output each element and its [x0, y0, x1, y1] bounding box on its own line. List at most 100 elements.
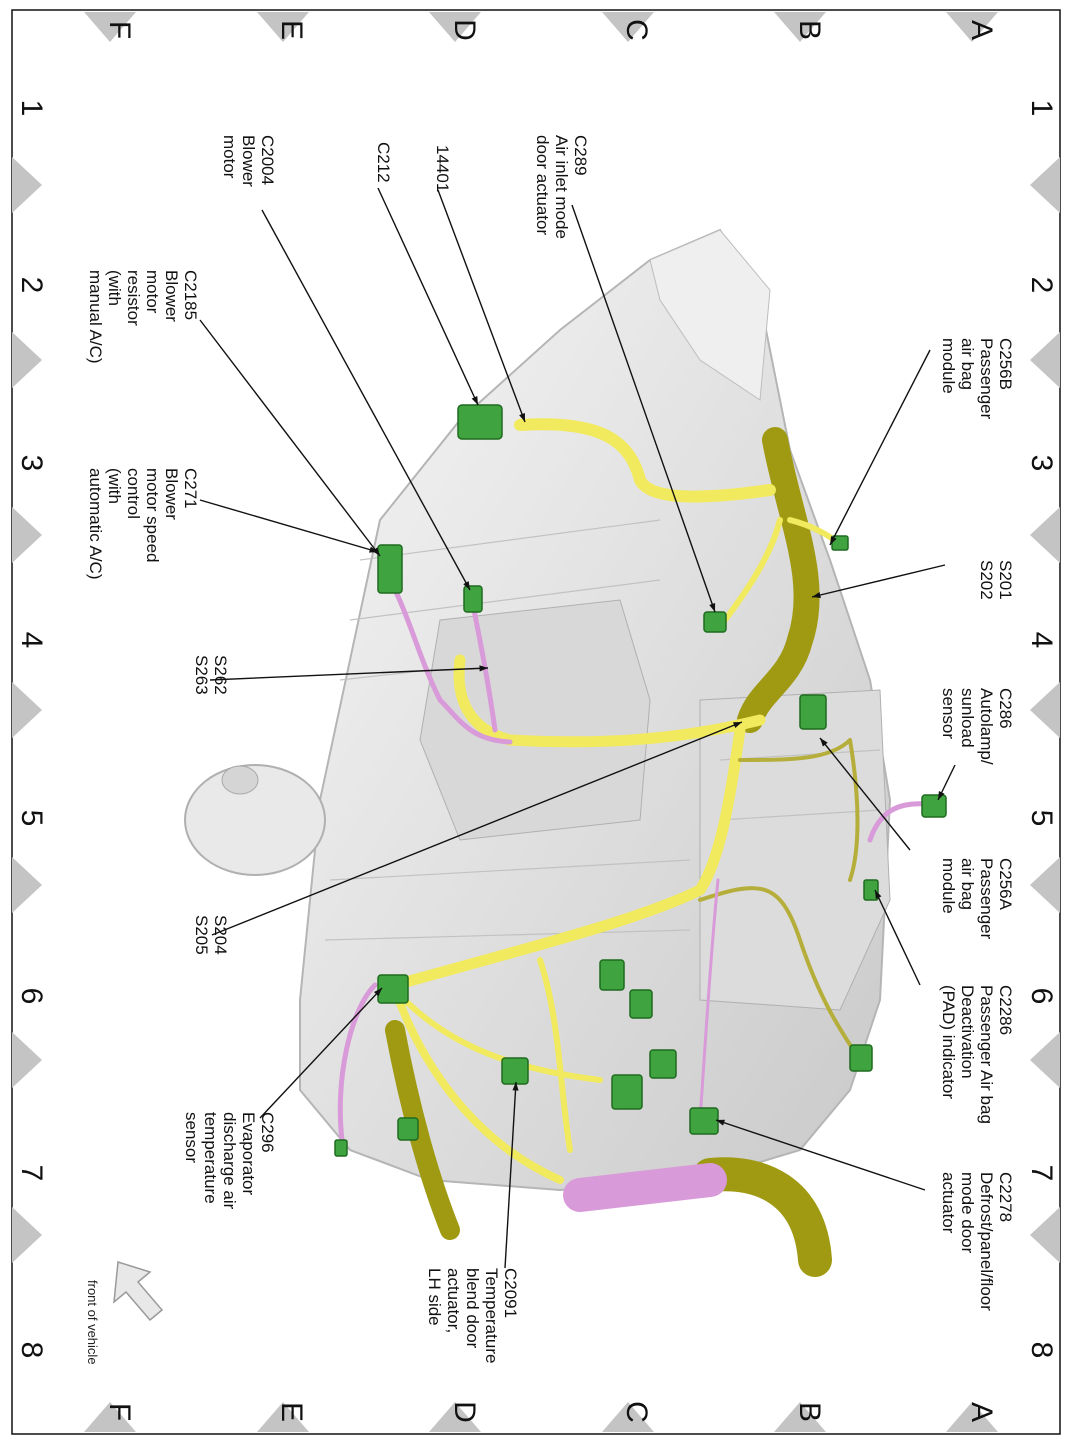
front-of-vehicle-label: front of vehicle: [85, 1280, 100, 1365]
callout-c2278-line-0: C2278: [996, 1172, 1015, 1222]
connector-left-end: [334, 1139, 348, 1157]
housing-top-ridge: [649, 229, 771, 401]
callout-c296-line-2: discharge air: [220, 1112, 239, 1210]
wire-harness: [337, 418, 938, 1277]
callout-c2091-line-1: Temperature: [482, 1268, 501, 1363]
zone-letter-a-bottom: A: [965, 1402, 998, 1422]
leader-arrow-c296: [373, 988, 382, 997]
callout-c256a-line-0: C256A: [996, 858, 1015, 911]
branch-right: [698, 886, 862, 1062]
branch-sensor: [722, 517, 783, 623]
callout-c271-line-3: control: [124, 468, 143, 519]
border-marker-bottom: [84, 1402, 136, 1432]
callout-c2278-line-3: actuator: [939, 1172, 958, 1234]
zone-number-5-left: 5: [15, 810, 48, 827]
callout-c2004-line-1: Blower: [239, 135, 258, 187]
leader-arrow-s204: [733, 722, 742, 729]
border-marker-left: [12, 1207, 42, 1263]
callout-c256b-line-0: C256B: [996, 338, 1015, 390]
connector-c2091: [501, 1057, 529, 1085]
callout-c14401: 14401: [433, 145, 452, 192]
border-marker-left: [12, 1032, 42, 1088]
leader-arrow-c289: [709, 603, 716, 612]
blower-hub: [221, 765, 259, 795]
callout-s262-line-1: S263: [192, 655, 211, 695]
leader-c212: [377, 187, 479, 406]
hvac-housing: [184, 228, 892, 1192]
callout-c256a-line-3: module: [939, 858, 958, 914]
leader-s204: [211, 721, 743, 936]
border-marker-right: [1030, 507, 1060, 563]
purple-sleeve: [563, 1163, 727, 1212]
branch-lower-a: [391, 986, 564, 1184]
connector-c2185: [377, 544, 403, 594]
leader-c2185: [199, 319, 381, 557]
zone-letter-b-top: B: [793, 20, 826, 40]
connector-c286: [921, 794, 947, 818]
zone-letter-e-bottom: E: [275, 1402, 308, 1422]
callout-c2004-line-2: motor: [220, 135, 239, 179]
border-marker-bottom: [774, 1402, 826, 1432]
zone-number-2-left: 2: [15, 277, 48, 294]
callout-c286-line-1: Autolamp/: [977, 688, 996, 765]
connector-cluster-2: [629, 989, 653, 1019]
callout-c2278-line-1: Defrost/panel/floor: [977, 1172, 996, 1311]
callout-c2185-line-3: resistor: [124, 270, 143, 326]
callout-c271-line-1: Blower: [162, 468, 181, 520]
front-arrow-icon: [113, 1261, 164, 1322]
callout-s201-line-1: S202: [977, 560, 996, 600]
leader-c2004: [261, 209, 471, 591]
border-marker-right: [1030, 682, 1060, 738]
border-marker-top: [602, 12, 654, 42]
border-markers: [12, 12, 1060, 1432]
connector-cluster-1: [599, 959, 625, 991]
callout-c2091-line-0: C2091: [501, 1268, 520, 1318]
branch-upper: [514, 418, 776, 503]
branch-mid: [453, 654, 766, 748]
border-marker-top: [429, 12, 481, 42]
callout-c286-line-0: C286: [996, 688, 1015, 729]
connector-c2004: [463, 585, 483, 613]
callout-c2286-line-3: (PAD) indicator: [939, 985, 958, 1099]
callout-c2185-line-0: C2185: [181, 270, 200, 320]
border-marker-right: [1030, 332, 1060, 388]
zone-letter-c-bottom: C: [620, 1401, 653, 1423]
callout-c296-line-1: Evaporator: [239, 1112, 258, 1195]
zone-letter-f-top: F: [103, 21, 136, 39]
border-marker-bottom: [429, 1402, 481, 1432]
connector-c2286: [863, 879, 879, 901]
connector-c289: [703, 611, 727, 633]
main-trunk: [737, 427, 820, 733]
connectors: [334, 404, 947, 1157]
leader-lines: [199, 187, 956, 1269]
callout-c2286-line-1: Passenger Air bag: [977, 985, 996, 1124]
leader-c2278: [715, 1119, 926, 1191]
callout-c286-line-2: sunload: [958, 688, 977, 748]
zone-number-5-right: 5: [1025, 810, 1058, 827]
leader-arrow-c256b: [830, 536, 837, 545]
border-marker-right: [1030, 1032, 1060, 1088]
zone-number-6-right: 6: [1025, 988, 1058, 1005]
border-marker-top: [84, 12, 136, 42]
leader-c256a: [819, 737, 911, 851]
border-marker-right: [1030, 1207, 1060, 1263]
callout-s201-line-0: S201: [996, 560, 1015, 600]
purple-wire-left: [392, 587, 513, 745]
leader-s262: [209, 667, 489, 681]
border-marker-top: [774, 12, 826, 42]
callout-c296-line-3: temperature: [201, 1112, 220, 1204]
border-marker-left: [12, 857, 42, 913]
callout-c2004-line-0: C2004: [258, 135, 277, 185]
callout-c2286-line-2: Deactivation: [958, 985, 977, 1079]
leader-arrow-c14401: [519, 413, 525, 422]
